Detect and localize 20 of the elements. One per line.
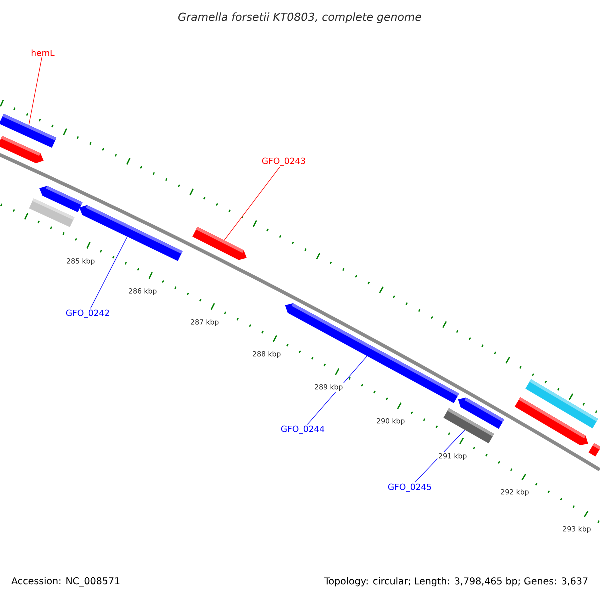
gene-bar (514, 397, 588, 446)
gene-label: GFO_0244 (281, 426, 325, 434)
gene-bar (0, 136, 44, 164)
gene-label: GFO_0243 (262, 158, 306, 166)
leader-line (307, 356, 368, 425)
accession-text: Accession: NC_008571 (12, 577, 120, 587)
gene-bar (588, 443, 600, 457)
gene-label: GFO_0242 (66, 310, 110, 318)
leader-line (28, 57, 42, 126)
gene-bar (29, 198, 75, 228)
gene-bar (285, 304, 460, 404)
gene-bar (192, 227, 247, 260)
gene-label: GFO_0245 (388, 484, 432, 492)
gene-bar (444, 408, 494, 444)
title: Gramella forsetii KT0803, complete genome (178, 12, 422, 24)
leader-line (90, 236, 128, 309)
gene-label: hemL (32, 50, 55, 56)
leader-line (224, 167, 280, 241)
genome-info-text: Topology: circular; Length: 3,798,465 bp; Genes: 3,637 (324, 577, 588, 587)
leader-line (414, 430, 466, 483)
